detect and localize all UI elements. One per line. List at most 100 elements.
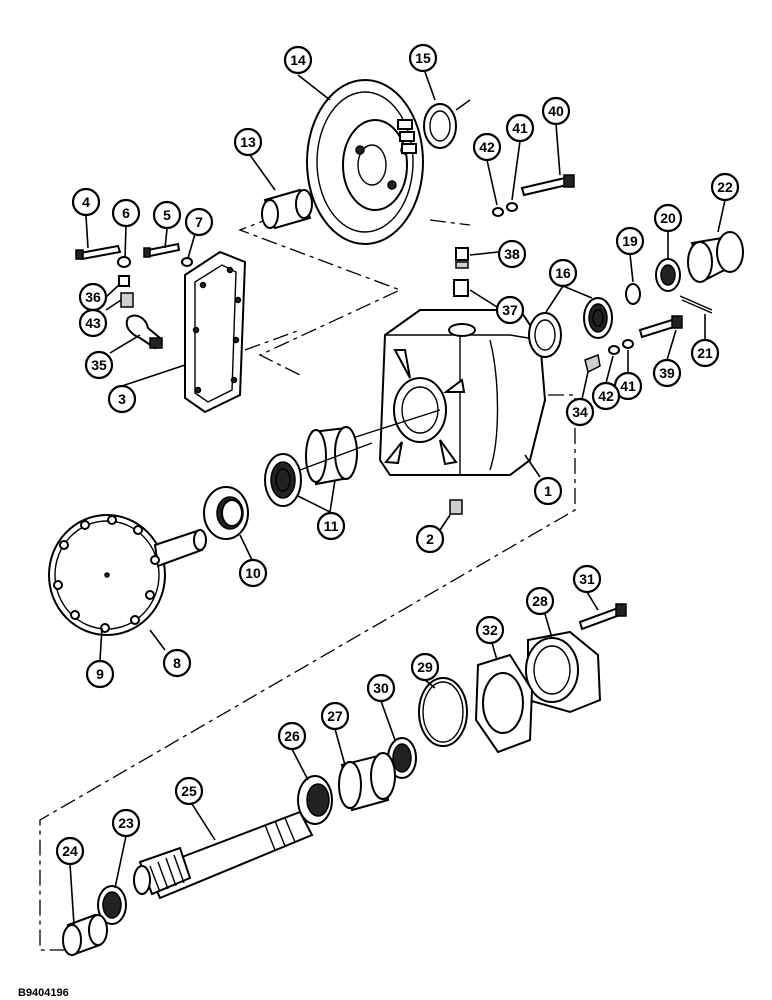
callout-39: 39 — [652, 358, 682, 388]
svg-text:41: 41 — [512, 120, 528, 136]
svg-text:28: 28 — [532, 593, 548, 609]
svg-text:4: 4 — [82, 194, 90, 210]
callout-42b: 42 — [591, 381, 621, 411]
callout-28: 28 — [525, 586, 555, 616]
svg-text:2: 2 — [426, 531, 434, 547]
callout-29: 29 — [410, 652, 440, 682]
callout-3: 3 — [107, 384, 137, 414]
gear-disc — [306, 79, 424, 245]
plug-2 — [449, 499, 463, 515]
bushing-13 — [261, 188, 313, 230]
plugs — [453, 247, 469, 297]
svg-text:39: 39 — [659, 365, 675, 381]
callout-11: 11 — [316, 511, 346, 541]
svg-text:26: 26 — [284, 728, 300, 744]
svg-text:14: 14 — [290, 52, 306, 68]
callout-21: 21 — [690, 338, 720, 368]
right-bearings — [625, 231, 744, 314]
callout-37: 37 — [495, 295, 525, 325]
svg-text:20: 20 — [660, 210, 676, 226]
side-fasteners — [584, 315, 683, 374]
svg-text:43: 43 — [85, 315, 101, 331]
cover-plate — [184, 250, 247, 414]
callout-34: 34 — [565, 397, 595, 427]
leader-lines — [69, 71, 726, 926]
svg-text:42: 42 — [598, 388, 614, 404]
bearing-cap — [525, 603, 627, 714]
callout-35: 35 — [84, 350, 114, 380]
callout-7: 7 — [184, 207, 214, 237]
callout-30: 30 — [366, 673, 396, 703]
callout-26: 26 — [277, 721, 307, 751]
callout-4: 4 — [71, 187, 101, 217]
svg-text:9: 9 — [96, 666, 104, 682]
svg-text:10: 10 — [245, 565, 261, 581]
svg-text:5: 5 — [163, 207, 171, 223]
callout-16: 16 — [548, 258, 578, 288]
svg-text:42: 42 — [479, 139, 495, 155]
svg-text:23: 23 — [118, 815, 134, 831]
svg-text:40: 40 — [548, 103, 564, 119]
callout-31: 31 — [572, 564, 602, 594]
svg-text:1: 1 — [544, 483, 552, 499]
svg-text:24: 24 — [62, 843, 78, 859]
svg-text:16: 16 — [555, 265, 571, 281]
callout-23: 23 — [111, 808, 141, 838]
callout-38: 38 — [497, 239, 527, 269]
callout-2: 2 — [415, 524, 445, 554]
callout-6: 6 — [111, 198, 141, 228]
svg-text:31: 31 — [579, 571, 595, 587]
figure-code: B9404196 — [18, 987, 69, 999]
callout-40: 40 — [541, 96, 571, 126]
callouts: 1 2 3 4 5 6 7 8 9 10 11 13 14 15 16 19 2… — [55, 43, 740, 866]
svg-text:35: 35 — [91, 357, 107, 373]
callout-41a: 41 — [505, 113, 535, 143]
svg-text:3: 3 — [118, 391, 126, 407]
callout-24: 24 — [55, 836, 85, 866]
callout-14: 14 — [283, 45, 313, 75]
svg-text:27: 27 — [327, 708, 343, 724]
svg-text:34: 34 — [572, 404, 588, 420]
gasket-and-ring — [418, 653, 534, 754]
svg-text:37: 37 — [502, 302, 518, 318]
svg-text:41: 41 — [620, 378, 636, 394]
callout-19: 19 — [615, 226, 645, 256]
svg-text:19: 19 — [622, 233, 638, 249]
svg-text:21: 21 — [697, 345, 713, 361]
svg-text:6: 6 — [122, 205, 130, 221]
end-bearings — [62, 885, 127, 957]
callout-8: 8 — [162, 648, 192, 678]
svg-text:7: 7 — [195, 214, 203, 230]
callout-20: 20 — [653, 203, 683, 233]
svg-text:29: 29 — [417, 659, 433, 675]
bearing-15 — [423, 99, 471, 149]
callout-32: 32 — [475, 615, 505, 645]
top-fasteners — [492, 174, 575, 217]
svg-text:30: 30 — [373, 680, 389, 696]
svg-text:11: 11 — [324, 518, 339, 534]
shaft-bearings — [297, 737, 417, 825]
housing — [339, 309, 547, 476]
callout-22: 22 — [710, 172, 740, 202]
seal-10 — [203, 486, 249, 540]
callout-9: 9 — [85, 659, 115, 689]
callout-13: 13 — [233, 127, 263, 157]
drive-shaft — [133, 810, 314, 900]
bearing-11 — [264, 426, 373, 507]
callout-5: 5 — [152, 200, 182, 230]
callout-41b: 41 — [613, 371, 643, 401]
svg-text:13: 13 — [240, 134, 256, 150]
callout-15: 15 — [408, 43, 438, 73]
svg-text:32: 32 — [482, 622, 498, 638]
svg-text:8: 8 — [173, 655, 181, 671]
svg-text:22: 22 — [717, 179, 733, 195]
svg-text:25: 25 — [181, 783, 197, 799]
callout-27: 27 — [320, 701, 350, 731]
bearing-16 — [528, 297, 613, 358]
axle-flange — [48, 514, 207, 636]
svg-text:36: 36 — [85, 289, 101, 305]
callout-42a: 42 — [472, 132, 502, 162]
svg-text:38: 38 — [504, 246, 520, 262]
small-fittings — [75, 242, 193, 350]
